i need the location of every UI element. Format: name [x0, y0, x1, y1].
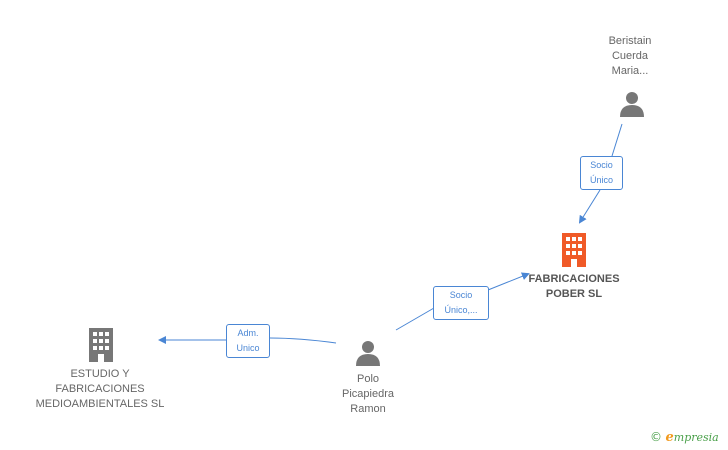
edge-polo-to-pober [395, 274, 528, 331]
edge-label-line: Único [589, 175, 613, 185]
node-label-beristain[interactable]: Beristain Cuerda Maria... [588, 34, 672, 79]
edge-polo-to-estudio [160, 338, 337, 343]
edge-label-line: Adm. [237, 328, 259, 338]
empresia-logo: © empresia [650, 430, 719, 445]
node-label-fabricaciones-pober[interactable]: FABRICACIONES POBER SL [518, 272, 630, 302]
node-label-line: Ramon [350, 403, 386, 415]
edge-label-line: Socio [590, 160, 613, 170]
node-label-line: POBER SL [545, 288, 603, 300]
node-label-line: Beristain [608, 35, 652, 47]
node-label-line: FABRICACIONES [528, 273, 620, 285]
edge-label-polo-to-estudio: Adm. Unico [226, 324, 270, 358]
building-icon[interactable] [559, 233, 589, 267]
person-icon[interactable] [354, 338, 382, 366]
node-label-line: FABRICACIONES [55, 383, 145, 395]
edge-label-line: Unico [236, 343, 260, 353]
edge-label-line: Socio [449, 290, 473, 300]
node-label-line: Polo [356, 373, 380, 385]
edge-beristain-to-pober [580, 123, 623, 222]
node-label-line: Maria... [611, 65, 649, 77]
node-label-line: ESTUDIO Y [70, 368, 130, 380]
edge-label-line: Único,... [444, 305, 478, 315]
node-label-line: MEDIOAMBIENTALES SL [35, 398, 165, 410]
node-label-line: Picapiedra [342, 388, 394, 400]
person-icon[interactable] [618, 89, 646, 117]
edge-label-polo-to-pober: Socio Único,... [433, 286, 489, 320]
copyright-symbol: © [650, 430, 662, 444]
brand-initial: e [665, 430, 674, 445]
node-label-line: Cuerda [611, 50, 649, 62]
node-label-polo[interactable]: Polo Picapiedra Ramon [320, 372, 416, 417]
building-icon[interactable] [86, 328, 116, 362]
brand-name: mpresia [673, 431, 719, 444]
node-label-estudio[interactable]: ESTUDIO Y FABRICACIONES MEDIOAMBIENTALES… [30, 367, 170, 412]
edge-label-beristain-to-pober: Socio Único [580, 156, 623, 190]
